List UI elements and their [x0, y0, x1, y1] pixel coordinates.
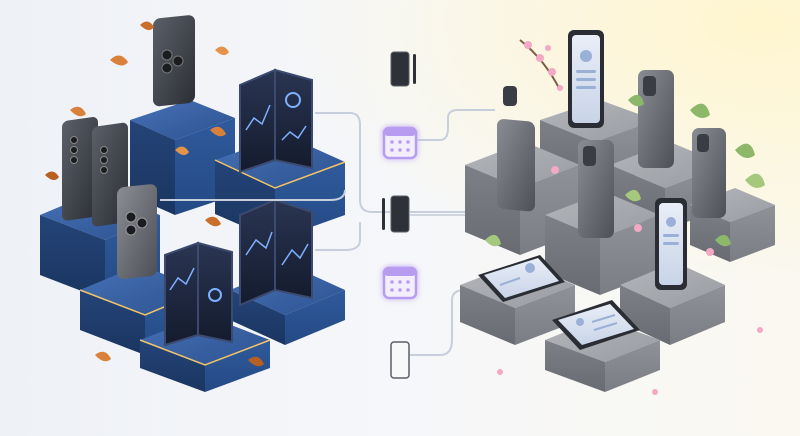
left-pedestal-group: [40, 15, 346, 392]
phone-landscape-screen-icon: [478, 255, 565, 302]
phone-triple-camera-icon: [153, 15, 195, 107]
phone-screen-on-icon: [568, 30, 604, 128]
calendar-icon: [382, 126, 418, 160]
foldable-open-icon: [239, 68, 313, 174]
phone-dual-camera-icon: [692, 128, 726, 218]
calendar-icon: [382, 266, 418, 300]
phone-landscape-screen-icon: [552, 300, 640, 350]
phone-dual-camera-icon: [578, 140, 614, 238]
leaf-sprig-icon: [485, 94, 765, 247]
cherry-blossom-icon: [497, 39, 763, 395]
foldable-open-icon: [164, 241, 233, 347]
phone-icon: [390, 51, 416, 87]
phone-triple-camera-icon: [117, 184, 157, 280]
phone-dual-camera-icon: [638, 70, 674, 168]
foldable-open-icon: [239, 198, 313, 307]
right-pedestal-group: [460, 30, 775, 395]
phone-dual-camera-icon: [497, 86, 535, 212]
autumn-leaf-icon: [45, 21, 264, 367]
phone-icon: [390, 341, 410, 379]
phone-quad-camera-icon: [62, 117, 98, 221]
phone-screen-on-icon: [655, 198, 687, 290]
phone-icon: [382, 195, 410, 233]
